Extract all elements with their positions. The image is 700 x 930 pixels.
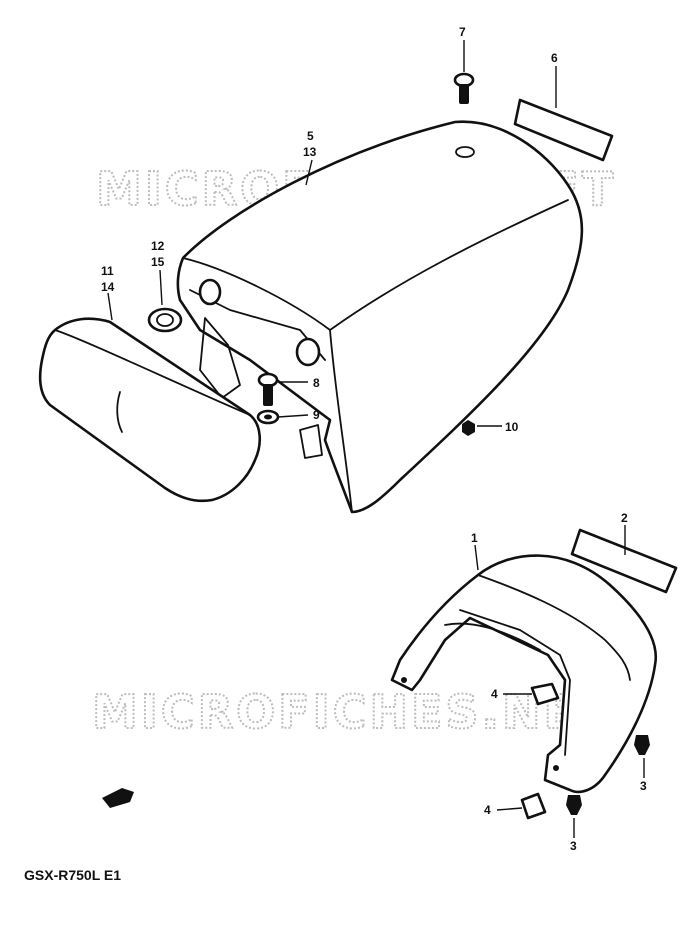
decal-2 (570, 528, 678, 594)
callout-4-lower: 4 (484, 803, 491, 817)
callout-6: 6 (551, 51, 558, 65)
callout-2: 2 (621, 511, 628, 525)
grommet (147, 307, 183, 333)
callout-11: 11 (101, 264, 114, 278)
callout-5: 5 (307, 129, 314, 143)
callout-3-lower: 3 (570, 839, 577, 853)
bracket-4-lower (520, 792, 547, 820)
tail-lamp (38, 317, 261, 503)
nut-10 (462, 420, 475, 436)
model-code: GSX-R750L E1 (24, 867, 121, 883)
bolt-7 (453, 72, 475, 104)
callout-7: 7 (459, 25, 466, 39)
washer-9 (256, 409, 280, 425)
bracket-4-upper (530, 682, 560, 706)
callout-1: 1 (471, 531, 478, 545)
callout-4-upper: 4 (491, 687, 498, 701)
screw-3-lower (566, 795, 582, 815)
callout-9: 9 (313, 408, 320, 422)
front-arrow-icon (102, 788, 134, 808)
callout-13: 13 (303, 145, 317, 159)
bolt-8 (257, 372, 279, 406)
callout-3-right: 3 (640, 779, 647, 793)
callout-14: 14 (101, 280, 115, 294)
screw-3-right (634, 735, 650, 755)
seat-tail-cover (390, 554, 658, 794)
callout-12: 12 (151, 239, 165, 253)
seat-tail-cowl (176, 120, 584, 514)
callout-8: 8 (313, 376, 320, 390)
callout-15: 15 (151, 255, 165, 269)
decal-6 (513, 98, 614, 162)
callout-10: 10 (505, 420, 519, 434)
